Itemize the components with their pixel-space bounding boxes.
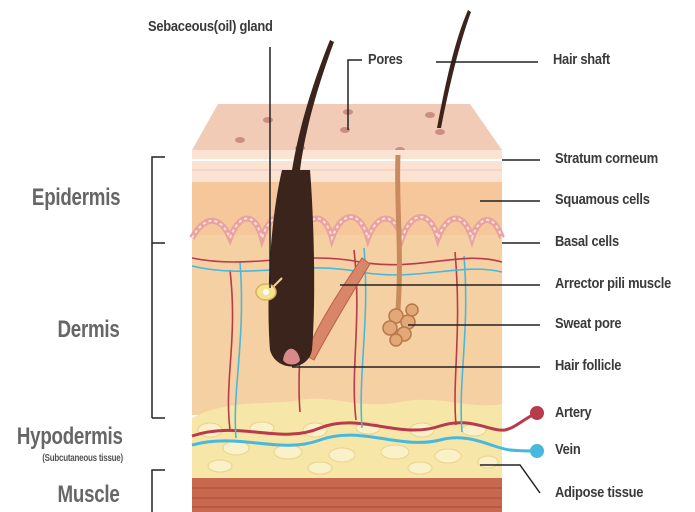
label-epidermis: Epidermis bbox=[32, 184, 120, 212]
label-basal-cells: Basal cells bbox=[555, 233, 619, 250]
left-brackets bbox=[152, 157, 165, 512]
label-dermis: Dermis bbox=[58, 316, 120, 344]
sweat-duct bbox=[398, 155, 400, 310]
label-hypodermis-sub: (Subcutaneous tissue) bbox=[42, 453, 123, 464]
label-hair-follicle: Hair follicle bbox=[555, 357, 621, 374]
vein-end bbox=[530, 444, 544, 458]
label-arrector-pili-muscle: Arrector pili muscle bbox=[555, 275, 671, 292]
label-sebaceous-gland: Sebaceous(oil) gland bbox=[148, 18, 273, 35]
label-stratum-corneum: Stratum corneum bbox=[555, 150, 658, 167]
label-adipose-tissue: Adipose tissue bbox=[555, 484, 643, 501]
stratum-corneum-layer bbox=[192, 150, 502, 182]
label-pores: Pores bbox=[368, 51, 403, 68]
label-hypodermis: Hypodermis bbox=[17, 423, 123, 451]
label-muscle: Muscle bbox=[58, 481, 120, 509]
label-vein: Vein bbox=[555, 441, 581, 458]
label-artery: Artery bbox=[555, 404, 591, 421]
label-sweat-pore: Sweat pore bbox=[555, 315, 621, 332]
label-hair-shaft: Hair shaft bbox=[553, 51, 610, 68]
artery-end bbox=[530, 406, 544, 420]
label-squamous-cells: Squamous cells bbox=[555, 191, 650, 208]
